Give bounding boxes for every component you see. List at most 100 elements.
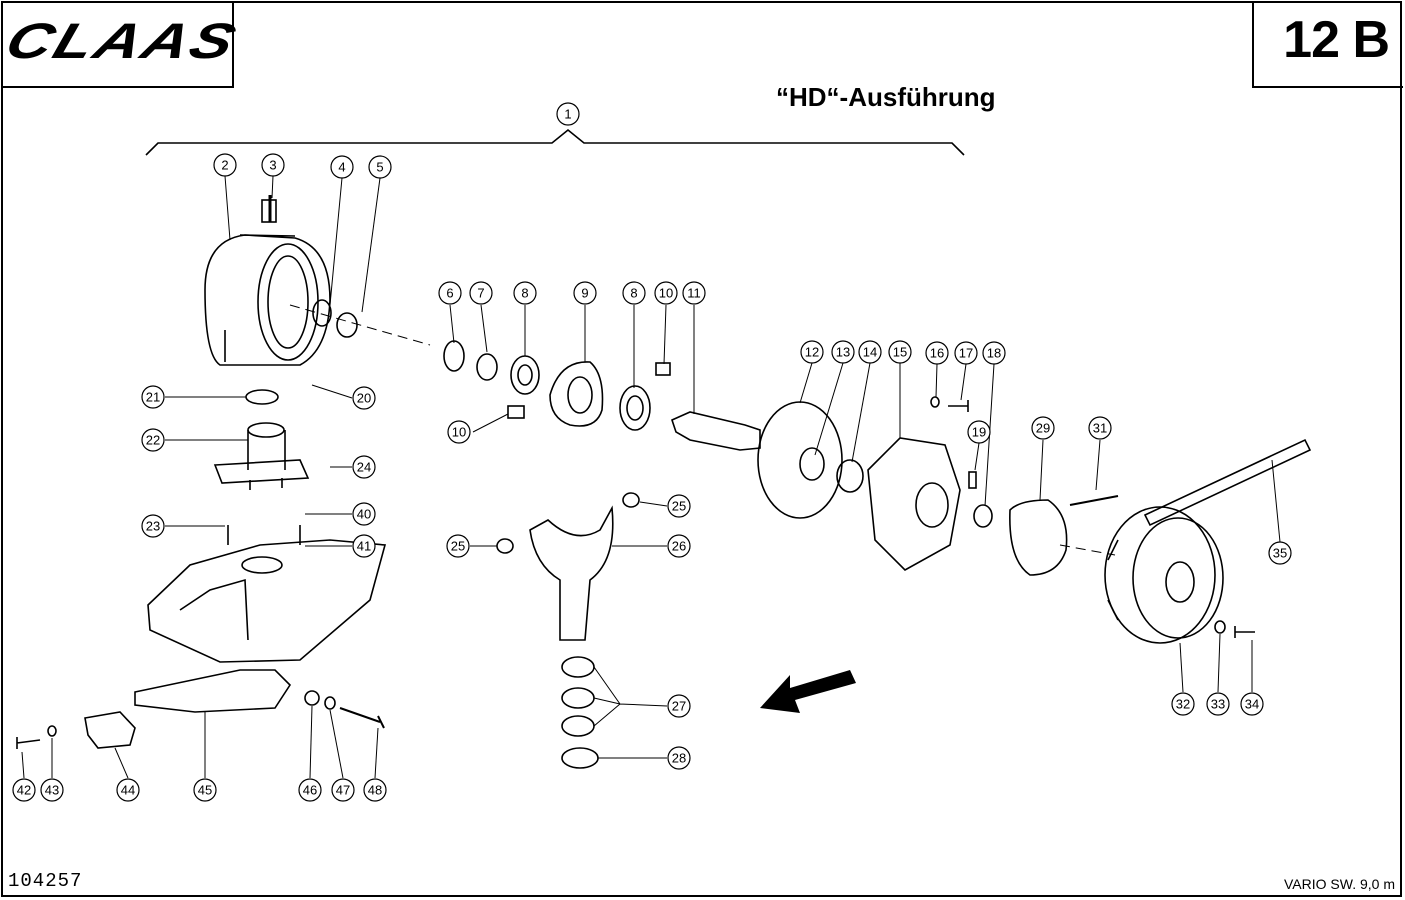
bearing-27b bbox=[561, 687, 595, 709]
bearing-4 bbox=[312, 299, 332, 327]
callout-labels: 1 2 3 4 5 6 7 8 9 8 10 11 10 12 13 14 15… bbox=[12, 102, 1292, 802]
flange-15 bbox=[867, 437, 961, 571]
svg-text:9: 9 bbox=[581, 286, 588, 301]
svg-text:22: 22 bbox=[146, 433, 160, 448]
svg-text:32: 32 bbox=[1176, 697, 1190, 712]
key-19 bbox=[968, 471, 977, 489]
callout-8a: 8 bbox=[513, 281, 537, 305]
svg-text:33: 33 bbox=[1211, 697, 1225, 712]
bolt-42 bbox=[16, 737, 41, 749]
svg-text:46: 46 bbox=[303, 783, 317, 798]
callout-34: 34 bbox=[1240, 692, 1264, 716]
svg-text:27: 27 bbox=[672, 699, 686, 714]
bearing-27a bbox=[561, 656, 595, 678]
callout-1: 1 bbox=[556, 102, 580, 126]
callout-45: 45 bbox=[193, 778, 217, 802]
svg-text:43: 43 bbox=[45, 783, 59, 798]
bolt-48 bbox=[339, 707, 385, 729]
pulley-32 bbox=[1104, 506, 1216, 644]
arm-45 bbox=[134, 669, 292, 713]
svg-text:25: 25 bbox=[451, 539, 465, 554]
svg-text:5: 5 bbox=[376, 160, 383, 175]
callout-24: 24 bbox=[352, 455, 376, 479]
bearing-14 bbox=[836, 459, 864, 493]
pin-10a bbox=[655, 362, 671, 376]
callout-4: 4 bbox=[330, 155, 354, 179]
svg-text:47: 47 bbox=[336, 783, 350, 798]
washer-43 bbox=[47, 725, 57, 737]
ring-28 bbox=[561, 747, 599, 769]
callout-3: 3 bbox=[261, 153, 285, 177]
svg-text:10: 10 bbox=[659, 286, 673, 301]
svg-text:23: 23 bbox=[146, 519, 160, 534]
svg-text:21: 21 bbox=[146, 390, 160, 405]
svg-text:45: 45 bbox=[198, 783, 212, 798]
model-label: VARIO SW. 9,0 m bbox=[1284, 876, 1395, 892]
variant-title: “HD“-Ausführung bbox=[776, 82, 996, 112]
callout-27: 27 bbox=[667, 694, 691, 718]
svg-text:11: 11 bbox=[687, 286, 701, 301]
yoke-shaft-26 bbox=[529, 505, 614, 641]
svg-text:31: 31 bbox=[1093, 421, 1107, 436]
callout-12: 12 bbox=[800, 340, 824, 364]
nut-46 bbox=[304, 690, 320, 706]
washer-47 bbox=[324, 696, 336, 710]
clamp-44 bbox=[84, 711, 136, 749]
callout-8b: 8 bbox=[622, 281, 646, 305]
svg-text:12: 12 bbox=[805, 345, 819, 360]
callout-2: 2 bbox=[213, 153, 237, 177]
callout-33: 33 bbox=[1206, 692, 1230, 716]
svg-text:10: 10 bbox=[452, 425, 466, 440]
svg-text:34: 34 bbox=[1245, 697, 1259, 712]
callout-43: 43 bbox=[40, 778, 64, 802]
callout-21: 21 bbox=[141, 385, 165, 409]
belt-35 bbox=[1143, 438, 1312, 527]
seal-6 bbox=[443, 340, 465, 372]
callout-46: 46 bbox=[298, 778, 322, 802]
callout-5: 5 bbox=[368, 155, 392, 179]
svg-text:16: 16 bbox=[930, 346, 944, 361]
svg-text:35: 35 bbox=[1273, 546, 1287, 561]
pin-10b bbox=[507, 405, 525, 419]
callout-31: 31 bbox=[1088, 416, 1112, 440]
bushing-25b bbox=[622, 492, 640, 508]
assembly-bracket bbox=[145, 128, 965, 156]
svg-text:4: 4 bbox=[338, 160, 345, 175]
svg-text:29: 29 bbox=[1036, 421, 1050, 436]
callout-6: 6 bbox=[438, 281, 462, 305]
drawing-number: 104257 bbox=[8, 870, 83, 892]
callout-22: 22 bbox=[141, 428, 165, 452]
direction-arrow bbox=[760, 670, 856, 713]
callout-32: 32 bbox=[1171, 692, 1195, 716]
callout-15: 15 bbox=[888, 340, 912, 364]
callout-28: 28 bbox=[667, 746, 691, 770]
gear-case-9 bbox=[549, 361, 604, 427]
circlip-7 bbox=[476, 353, 498, 381]
leader-lines bbox=[21, 175, 1281, 779]
header-divider-left bbox=[1, 86, 233, 88]
callout-41: 41 bbox=[352, 534, 376, 558]
svg-text:19: 19 bbox=[972, 425, 986, 440]
bolt-34 bbox=[1234, 626, 1255, 638]
callout-25b: 25 bbox=[446, 534, 470, 558]
support-frame bbox=[147, 539, 387, 663]
tube-22 bbox=[247, 430, 286, 470]
svg-text:3: 3 bbox=[269, 158, 276, 173]
svg-text:24: 24 bbox=[357, 460, 371, 475]
svg-text:2: 2 bbox=[221, 158, 228, 173]
page-code: 12 B bbox=[1283, 11, 1390, 69]
callout-7: 7 bbox=[469, 281, 493, 305]
ring-5 bbox=[336, 312, 358, 338]
svg-text:1: 1 bbox=[564, 107, 571, 122]
header-divider-code bbox=[1252, 1, 1254, 88]
svg-text:15: 15 bbox=[893, 345, 907, 360]
svg-text:48: 48 bbox=[368, 783, 382, 798]
bolt-17 bbox=[948, 400, 969, 412]
svg-text:44: 44 bbox=[121, 783, 135, 798]
shaft-11 bbox=[671, 411, 761, 451]
svg-text:17: 17 bbox=[959, 346, 973, 361]
bearing-8b bbox=[619, 385, 651, 431]
svg-text:28: 28 bbox=[672, 751, 686, 766]
callout-48: 48 bbox=[363, 778, 387, 802]
